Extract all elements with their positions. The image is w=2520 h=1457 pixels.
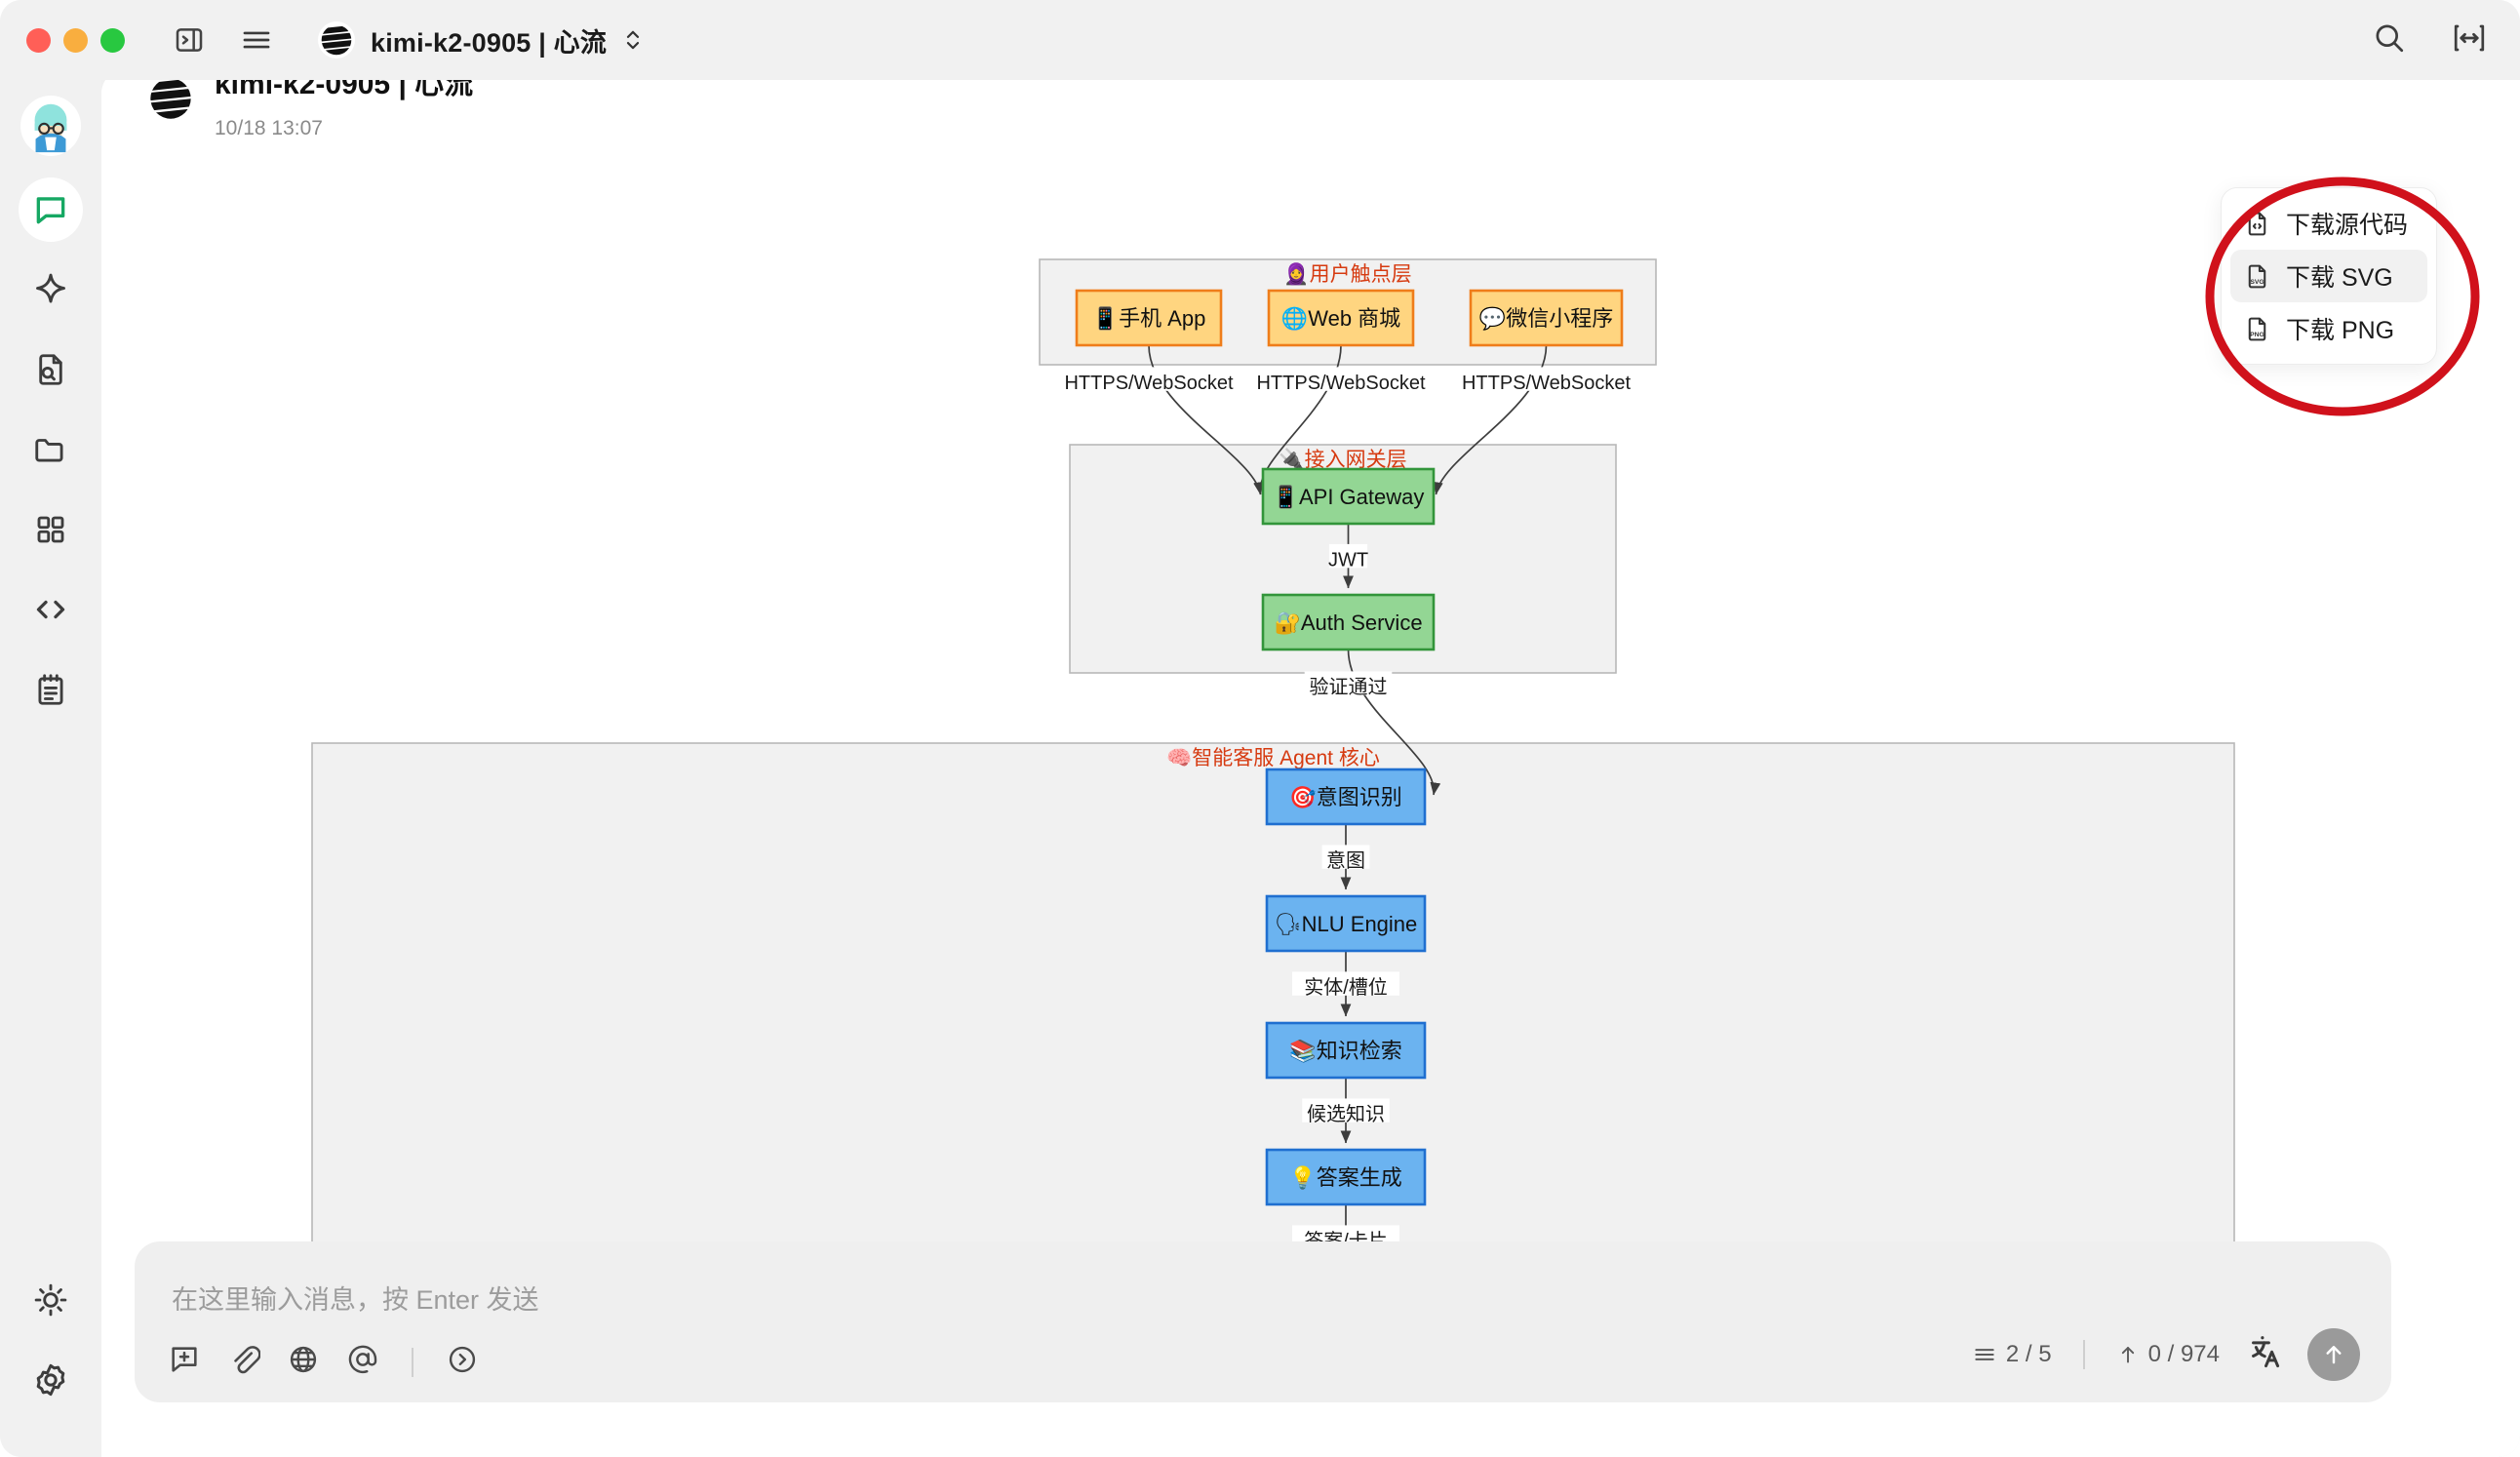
kimi-logo-icon [318,21,355,59]
node-label: 🔐Auth Service [1274,610,1422,635]
close-window-button[interactable] [26,27,51,53]
architecture-diagram[interactable]: 🧕用户触点层 🔌接入网关层 🧠智能客服 Agent 核心 HTTPS/WebSocke… [101,215,2520,1307]
avatar[interactable] [20,96,81,156]
diagram-node-answer[interactable]: 💡答案生成 [1265,1148,1427,1206]
node-label: 🎯意图识别 [1289,785,1401,809]
minimize-window-button[interactable] [63,27,88,53]
node-label: 📚知识检索 [1289,1039,1401,1063]
titlebar-actions [2372,0,2487,80]
window-title-group[interactable]: kimi-k2-0905 | 心流 [318,21,644,59]
expand-width-icon[interactable] [2452,20,2487,60]
token-counter[interactable]: 0 / 974 [2116,1341,2220,1368]
hamburger-icon[interactable] [240,23,273,57]
edge-label: HTTPS/WebSocket [1064,373,1233,394]
file-code-icon [2242,209,2272,239]
diagram-node-kb[interactable]: 📚知识检索 [1265,1021,1427,1080]
globe-icon[interactable] [287,1343,320,1381]
download-menu[interactable]: 下载源代码 SVG 下载 SVG PNG 下载 PNG [2221,187,2437,365]
sidebar-bottom-actions [19,1268,83,1457]
sidebar-toggle-icon[interactable] [174,24,205,56]
download-source-code-item[interactable]: 下载源代码 [2230,197,2427,250]
download-png-label: 下载 PNG [2286,317,2395,344]
left-sidebar [0,80,101,1457]
more-actions-icon[interactable] [446,1343,479,1381]
node-label: 💡答案生成 [1289,1165,1401,1190]
download-source-code-label: 下载源代码 [2286,212,2409,239]
message-input-placeholder[interactable]: 在这里输入消息，按 Enter 发送 [172,1285,539,1315]
attachment-icon[interactable] [227,1343,261,1381]
page-counter-label: 2 / 5 [2005,1341,2052,1367]
chevron-updown-icon[interactable] [622,25,644,55]
download-svg-item[interactable]: SVG 下载 SVG [2230,250,2427,302]
settings-gear-icon[interactable] [19,1348,83,1412]
sidebar-item-apps[interactable] [19,497,83,562]
svg-text:SVG: SVG [2250,278,2264,285]
diagram-node-apigw[interactable]: 📱API Gateway [1261,467,1436,526]
edge-label: 实体/槽位 [1304,976,1388,999]
message-kimi-logo-icon [148,76,193,121]
edge-label: HTTPS/WebSocket [1462,373,1631,394]
toolbar-divider [412,1347,413,1377]
sidebar-item-code[interactable] [19,577,83,642]
send-button[interactable] [2307,1328,2360,1381]
mention-icon[interactable] [346,1343,379,1381]
node-label: 📱API Gateway [1273,485,1425,509]
new-note-icon[interactable] [168,1343,201,1381]
title-bar: kimi-k2-0905 | 心流 [0,0,2520,80]
page-counter[interactable]: 2 / 5 [1972,1341,2052,1368]
message-timestamp: 10/18 13:07 [215,117,323,139]
composer-toolbar [168,1343,479,1381]
translate-icon[interactable] [2245,1333,2282,1377]
sidebar-item-sparkle[interactable] [19,257,83,322]
group-title: 🔌接入网关层 [1279,447,1406,471]
sidebar-item-document-search[interactable] [19,337,83,402]
edge-label: 意图 [1326,849,1365,872]
download-png-item[interactable]: PNG 下载 PNG [2230,302,2427,355]
diagram-node-nlu[interactable]: 🗣NLU Engine [1265,894,1427,953]
node-label: 💬微信小程序 [1479,306,1613,331]
node-label: 🗣NLU Engine [1275,912,1418,936]
edge-label: 验证通过 [1310,676,1388,698]
message-composer[interactable]: 在这里输入消息，按 Enter 发送 [135,1241,2391,1402]
group-title: 🧕用户触点层 [1283,261,1411,287]
file-svg-icon: SVG [2242,261,2272,292]
diagram-node-wechat[interactable]: 💬微信小程序 [1469,289,1624,347]
file-png-icon: PNG [2242,314,2272,344]
sidebar-item-notes[interactable] [19,657,83,722]
diagram-node-auth[interactable]: 🔐Auth Service [1261,593,1436,651]
chat-content-area: kimi-k2-0905 | 心流 10/18 13:07 🧕用户触点层🔌接入网… [101,68,2520,1457]
token-counter-label: 0 / 974 [2147,1341,2220,1367]
edge-label: JWT [1328,549,1368,571]
download-svg-label: 下载 SVG [2286,264,2393,292]
theme-toggle-sun-icon[interactable] [19,1268,83,1332]
maximize-window-button[interactable] [100,27,125,53]
node-label: 🌐Web 商城 [1281,306,1400,331]
diagram-node-intent[interactable]: 🎯意图识别 [1265,768,1427,826]
sidebar-item-chat[interactable] [19,177,83,242]
diagram-node-web[interactable]: 🌐Web 商城 [1267,289,1415,347]
group-title: 🧠智能客服 Agent 核心 [1166,747,1380,769]
edge-label: HTTPS/WebSocket [1256,373,1425,394]
status-divider [2082,1340,2085,1369]
composer-status: 2 / 5 0 / 974 [1972,1328,2360,1381]
svg-text:PNG: PNG [2250,331,2264,337]
search-icon[interactable] [2372,20,2407,60]
window-controls [26,27,125,53]
diagram-node-app[interactable]: 📱手机 App [1075,289,1223,347]
sidebar-item-folder[interactable] [19,417,83,482]
app-title: kimi-k2-0905 | 心流 [371,27,608,58]
edge-label: 候选知识 [1307,1103,1385,1125]
node-label: 📱手机 App [1092,306,1206,331]
